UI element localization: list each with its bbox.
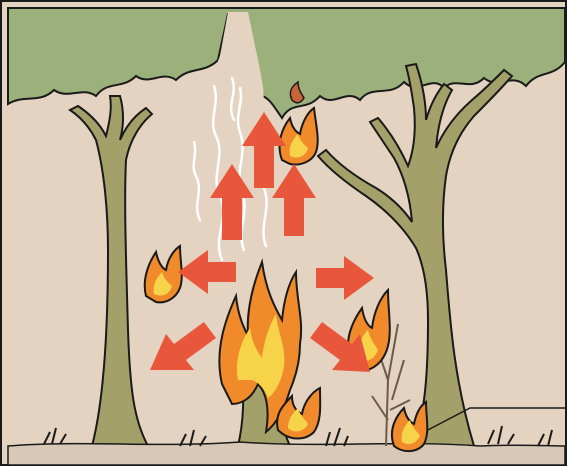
ground [8,442,565,465]
